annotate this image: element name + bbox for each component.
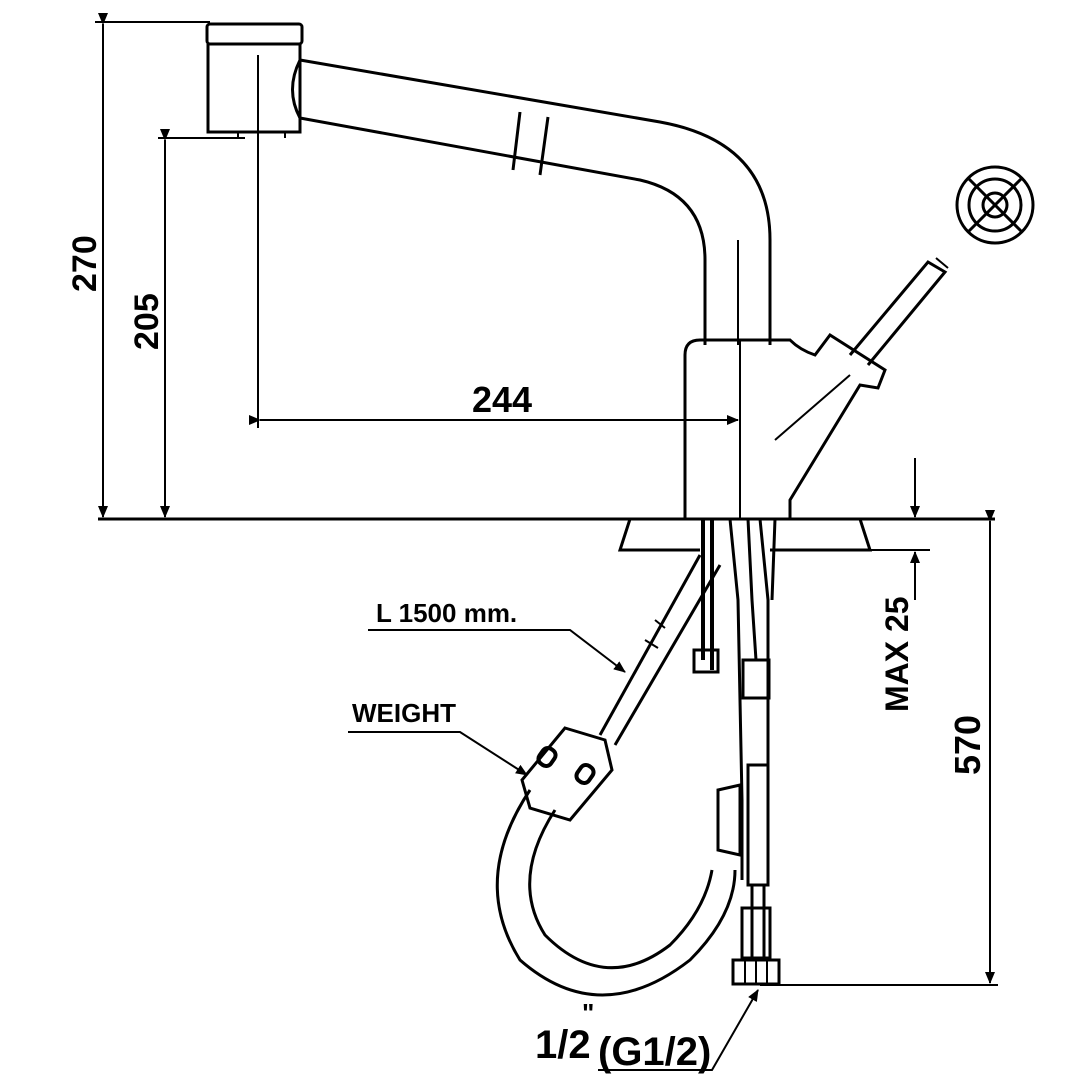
connection-size-label: 1/2 [535,1023,591,1067]
callout-connection: 1/2 " (G1/2) [535,989,759,1074]
connection-inch-mark: " [582,998,594,1028]
faucet-body [683,332,887,519]
dimension-max-25-label: MAX 25 [879,596,915,712]
callout-hose-length: L 1500 mm. [368,598,626,673]
dimension-244-label: 244 [472,379,532,420]
spout-head [205,22,304,138]
callout-weight: WEIGHT [348,698,528,776]
hose-length-label: L 1500 mm. [376,598,517,628]
dimension-max-25: MAX 25 [870,458,930,712]
dimension-570: 570 [760,510,998,986]
pullout-hose [495,554,737,997]
dimension-205-label: 205 [128,293,166,350]
dimension-244: 244 [249,55,739,428]
dimension-205: 205 [128,129,245,518]
hose-weight [520,726,614,822]
rotation-symbol-icon [955,165,1035,245]
spout-tube [291,58,772,345]
mounting-plate [617,518,873,552]
weight-label: WEIGHT [352,698,456,728]
dimension-270: 270 [66,13,210,518]
dimension-570-label: 570 [947,715,988,775]
supply-hoses [692,518,781,986]
lever-handle [848,257,949,366]
dimension-270-label: 270 [66,235,104,292]
connection-thread-label: (G1/2) [598,1030,711,1074]
